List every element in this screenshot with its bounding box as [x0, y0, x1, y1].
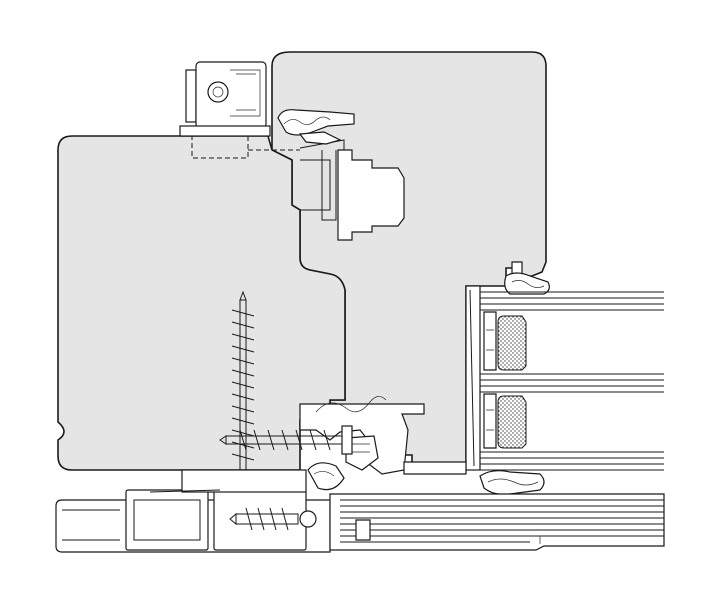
glass-top-gasket — [504, 261, 550, 295]
frame-inner-contour — [300, 159, 331, 211]
frame-lip — [299, 139, 345, 150]
sill-profile — [55, 469, 331, 553]
frame-channel — [337, 149, 405, 241]
anchor-screw-icon — [219, 425, 353, 455]
glazing-unit — [465, 285, 664, 471]
hinge-hardware-icon — [179, 61, 300, 159]
glazing-bead — [299, 396, 467, 475]
frame-web — [321, 150, 337, 221]
sill-extension — [329, 493, 665, 551]
gasket-icon — [277, 109, 355, 145]
